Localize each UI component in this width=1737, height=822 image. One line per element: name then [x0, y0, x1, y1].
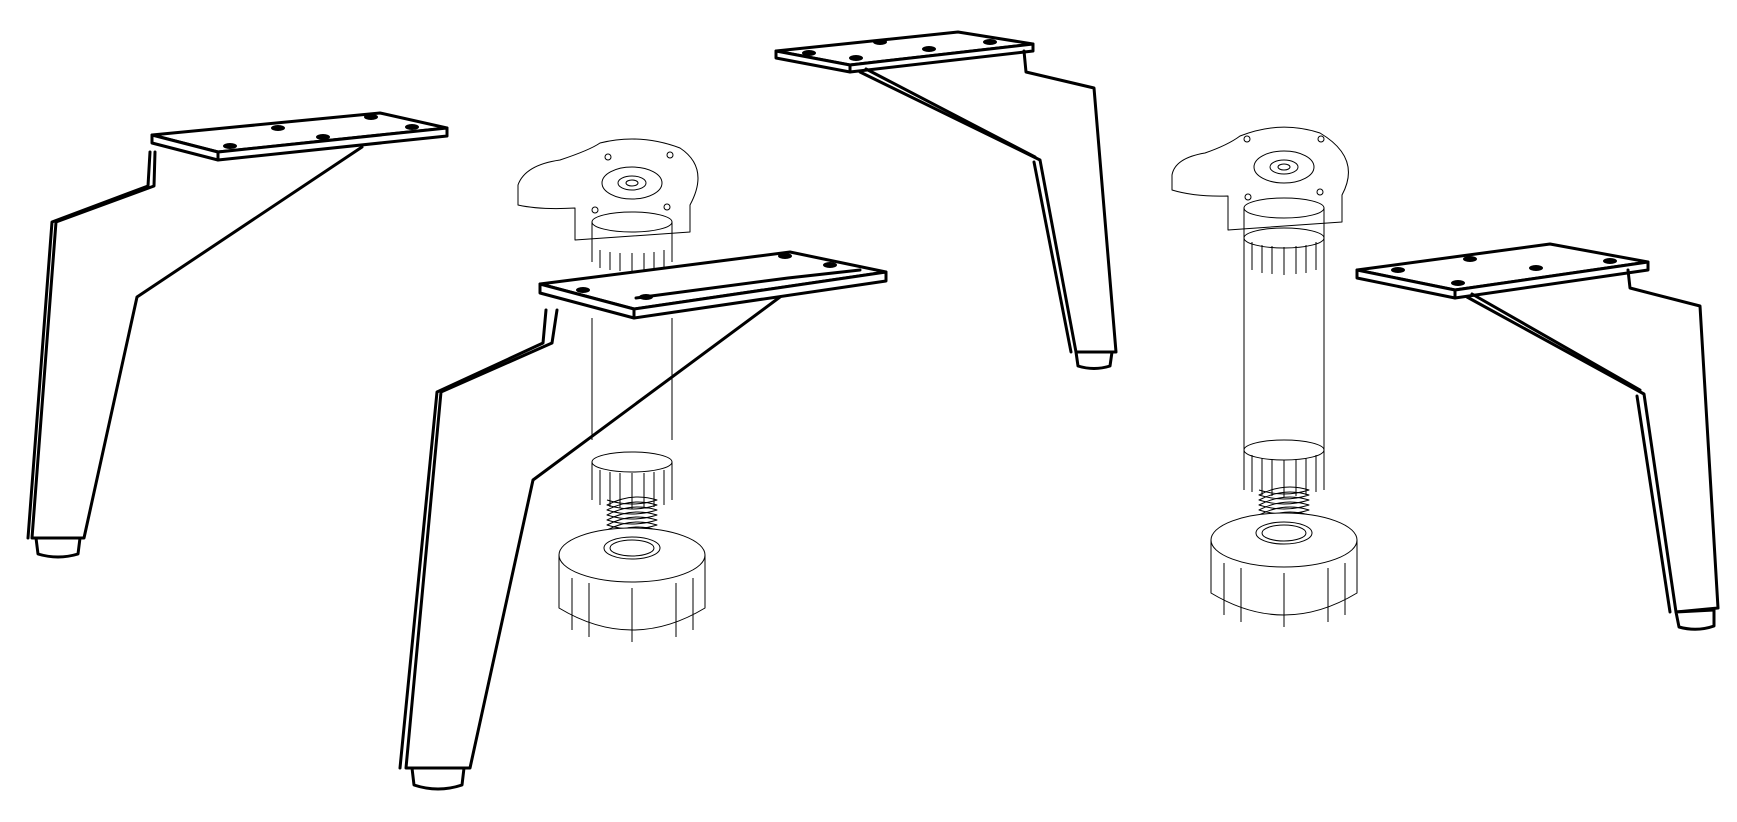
leg-2-bracket-hole — [625, 179, 639, 187]
adjuster-base-socket — [1255, 521, 1313, 545]
adjuster-lower-ridges — [1251, 455, 1317, 497]
leg-4-foot — [1674, 608, 1716, 631]
leg-2-bracket-screw — [666, 151, 674, 159]
leg-2-screw-hole — [576, 287, 590, 293]
leg-2-base-socket — [603, 536, 661, 560]
leg-2-lower-collar-top — [591, 451, 673, 473]
leg-2-screw-hole — [639, 294, 653, 300]
leg-1-foot — [34, 536, 82, 559]
leg-4-screw-hole — [1463, 256, 1477, 262]
adjuster-upper-collar-ring — [1243, 227, 1325, 249]
adjuster-bracket-hole — [1277, 163, 1291, 171]
leg-3-screw-hole — [802, 50, 816, 56]
leg-4-screw-hole — [1529, 265, 1543, 271]
leg-1-screw-hole — [364, 114, 378, 120]
leg-2-lower-ridges — [599, 470, 665, 509]
adjuster-shaft — [1243, 270, 1325, 450]
leg-3-screw-hole — [922, 46, 936, 52]
leg-2-base-top — [558, 527, 706, 583]
adjuster-assembly — [1171, 126, 1358, 627]
leg-2-base-socket-inner — [609, 539, 655, 557]
adjuster-bracket-screw — [1316, 188, 1324, 196]
leg-2-base-grip — [571, 578, 694, 642]
leg-2-bracket-screw — [591, 206, 599, 214]
leg-2-body — [404, 295, 782, 770]
leg-2-foot — [410, 766, 466, 791]
adjuster-bracket — [1171, 126, 1349, 231]
leg-4-screw-hole — [1451, 280, 1465, 286]
leg-3-foot — [1074, 350, 1114, 370]
leg-2-upper-collar — [591, 222, 673, 262]
leg-4-body-edge-top — [1470, 292, 1642, 392]
leg-1-plate-side-front — [216, 126, 449, 162]
leg-3-screw-hole — [873, 39, 887, 45]
adjuster-upper-ridges — [1251, 242, 1317, 275]
adjuster-bracket-screw — [1243, 135, 1251, 143]
leg-2-bracket-screw — [604, 153, 612, 161]
leg-1 — [26, 111, 449, 559]
adjuster-base-top — [1210, 512, 1358, 568]
leg-4-screw-hole — [1391, 267, 1405, 273]
leg-2-upper-ridges — [599, 250, 665, 272]
leg-2-upper-collar-top — [591, 211, 673, 233]
leg-2-bracket-screw — [663, 203, 671, 211]
leg-3-body-edge — [1032, 160, 1073, 354]
leg-2-shaft — [591, 318, 673, 440]
leg-1-body — [30, 145, 364, 540]
leg-3 — [774, 30, 1118, 370]
adjuster-bracket-screw — [1317, 135, 1325, 143]
leg-3-screw-hole — [983, 39, 997, 45]
leg-2-exploded — [398, 138, 888, 791]
leg-3-body-edge-top — [864, 67, 1037, 159]
adjuster-lower-collar — [1243, 450, 1325, 490]
leg-2-body-edge — [398, 308, 548, 770]
leg-2-screw-hole — [823, 262, 837, 268]
leg-4 — [1355, 242, 1720, 631]
leg-3-body — [858, 49, 1118, 354]
leg-1-screw-hole — [271, 125, 285, 131]
leg-3-plate-side-front — [848, 42, 1035, 74]
leg-1-screw-hole — [316, 134, 330, 140]
leg-4-plate-side-front — [1453, 260, 1650, 300]
leg-1-screw-hole — [223, 143, 237, 149]
adjuster-bracket-screw — [1244, 193, 1252, 201]
leg-4-body — [1465, 268, 1720, 614]
leg-2-bracket-hub-inner — [617, 175, 647, 191]
leg-4-body-edge — [1635, 394, 1672, 614]
adjuster-bracket-hub — [1253, 150, 1315, 184]
leg-4-screw-hole — [1603, 258, 1617, 264]
adjuster-bracket-hub-inner — [1269, 159, 1299, 175]
leg-2-lower-collar — [591, 462, 673, 500]
leg-3-screw-hole — [849, 55, 863, 61]
leg-2-screw-hole — [778, 253, 792, 259]
leg-2-adjuster-bracket — [517, 138, 699, 241]
adjuster-lower-collar-top — [1243, 439, 1325, 461]
leg-1-screw-hole — [405, 124, 419, 130]
adjuster-base-grip — [1223, 563, 1346, 627]
leg-2-bracket-hub — [601, 166, 663, 200]
leg-1-body-edge — [26, 150, 152, 540]
leg-2-plate-side-front — [632, 270, 888, 320]
leg-2-plate-slot — [634, 268, 862, 300]
adjuster-base-socket-inner — [1261, 524, 1307, 542]
